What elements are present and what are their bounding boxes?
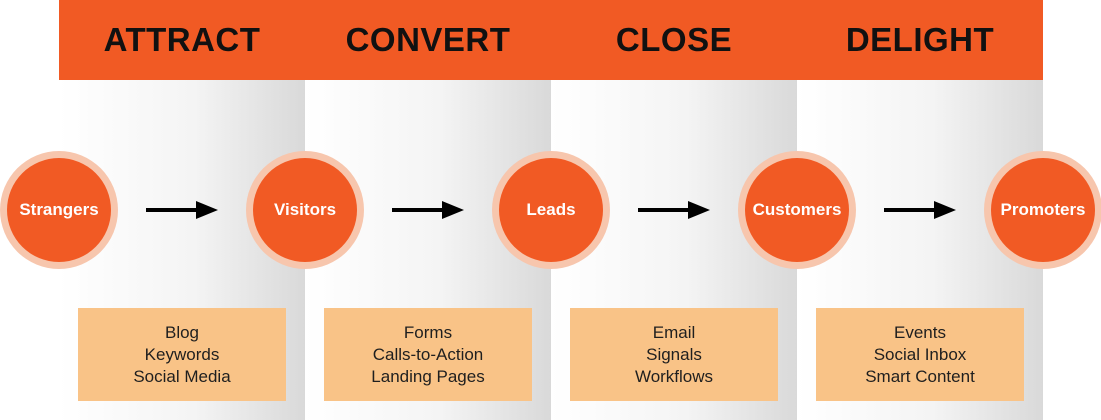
tool-label: Keywords bbox=[144, 344, 220, 364]
node-label: Customers bbox=[745, 158, 849, 262]
right-arrow-icon bbox=[638, 201, 710, 219]
node-visitors: Visitors bbox=[246, 151, 364, 269]
stage-header: CLOSE bbox=[551, 0, 797, 80]
node-strangers: Strangers bbox=[0, 151, 118, 269]
tool-label: Landing Pages bbox=[371, 366, 485, 386]
tools-box: Email Signals Workflows bbox=[570, 308, 778, 401]
tool-label: Signals bbox=[646, 344, 702, 364]
tool-label: Events bbox=[894, 322, 946, 342]
right-arrow-icon bbox=[146, 201, 218, 219]
tool-label: Forms bbox=[403, 322, 453, 342]
stage-header: ATTRACT bbox=[59, 0, 305, 80]
tools-box: Blog Keywords Social Media bbox=[78, 308, 286, 401]
node-label: Strangers bbox=[7, 158, 111, 262]
tool-label: Workflows bbox=[634, 366, 714, 386]
tool-label: Blog bbox=[164, 322, 200, 342]
node-label: Leads bbox=[499, 158, 603, 262]
stage-header: CONVERT bbox=[305, 0, 551, 80]
node-leads: Leads bbox=[492, 151, 610, 269]
tools-box: Forms Calls-to-Action Landing Pages bbox=[324, 308, 532, 401]
tools-box: Events Social Inbox Smart Content bbox=[816, 308, 1024, 401]
node-label: Promoters bbox=[991, 158, 1095, 262]
right-arrow-icon bbox=[392, 201, 464, 219]
tool-label: Email bbox=[652, 322, 696, 342]
right-arrow-icon bbox=[884, 201, 956, 219]
node-promoters: Promoters bbox=[984, 151, 1101, 269]
node-customers: Customers bbox=[738, 151, 856, 269]
tool-label: Calls-to-Action bbox=[372, 344, 484, 364]
node-label: Visitors bbox=[253, 158, 357, 262]
tool-label: Social Media bbox=[133, 366, 231, 386]
stage-header: DELIGHT bbox=[797, 0, 1043, 80]
tool-label: Social Inbox bbox=[873, 344, 967, 364]
tool-label: Smart Content bbox=[865, 366, 975, 386]
